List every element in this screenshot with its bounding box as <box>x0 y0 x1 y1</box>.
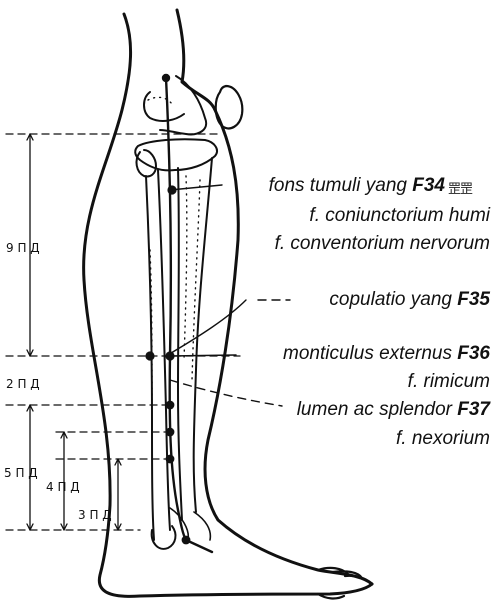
point-4pd <box>166 428 175 437</box>
label-f36-code: F36 <box>457 343 490 364</box>
point-ankle <box>182 536 191 545</box>
label-f35: copulatio yang F35 <box>329 289 490 311</box>
label-f36-name: monticulus externus <box>283 343 452 364</box>
leader-f37 <box>170 380 282 406</box>
point-f35 <box>145 351 154 360</box>
point-f37 <box>166 401 175 410</box>
label-f35-code: F35 <box>457 289 490 310</box>
label-f37: lumen ac splendor F37 <box>297 399 490 421</box>
label-f36: monticulus externus F36 <box>283 343 490 365</box>
label-f34-name: fons tumuli yang <box>269 175 407 196</box>
point-f36 <box>165 351 174 360</box>
label-f35-name: copulatio yang <box>329 289 452 310</box>
measure-9pd: 9 П Д <box>6 241 40 255</box>
point-f34 <box>167 185 176 194</box>
label-f37-name: lumen ac splendor <box>297 399 452 420</box>
label-f34-alt1: f. coniunctorium humi <box>309 205 490 227</box>
patella <box>216 86 243 128</box>
measure-2pd: 2 П Д <box>6 377 40 391</box>
label-f34: fons tumuli yang F34 <box>269 175 445 197</box>
label-f37-code: F37 <box>457 399 490 420</box>
label-f34-alt2: f. conventorium nervorum <box>275 233 490 255</box>
tibia-head <box>135 139 217 170</box>
leader-lines <box>166 185 290 406</box>
leader-f36 <box>170 355 236 356</box>
femur-condyle <box>144 76 206 134</box>
label-f37-alt1: f. nexorium <box>396 428 490 450</box>
point-3pd <box>166 455 175 464</box>
label-f36-alt1: f. rimicum <box>408 371 490 393</box>
measure-3pd: 3 П Д <box>78 508 112 522</box>
label-f34-code: F34 <box>412 175 445 196</box>
measure-bars <box>27 134 121 530</box>
measure-4pd: 4 П Д <box>46 480 80 494</box>
point-upper <box>162 74 170 82</box>
stamp-glyph: 罡罡 <box>448 178 472 197</box>
lateral-malleolus <box>152 526 176 549</box>
measure-5pd: 5 П Д <box>4 466 38 480</box>
